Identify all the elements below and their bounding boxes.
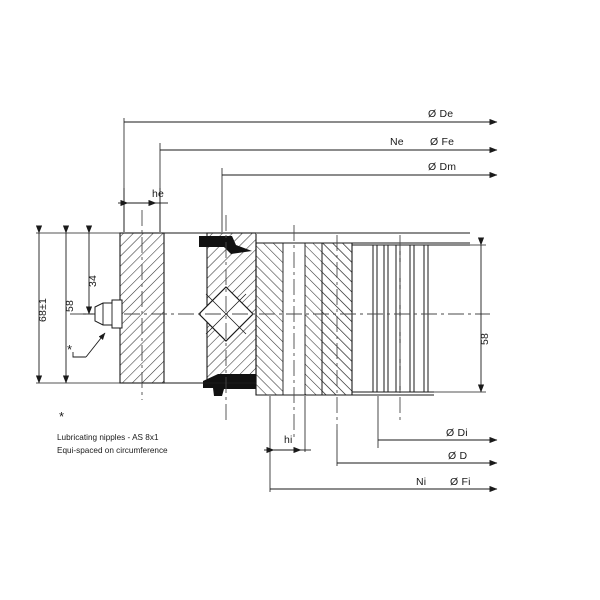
- dimension-label-ne: Ne: [390, 136, 404, 148]
- asterisk-marker-note: *: [59, 409, 65, 424]
- grease-nipple: [72, 299, 123, 358]
- note-lubricating-nipples: Lubricating nipples - AS 8x1: [57, 433, 159, 442]
- dimension-label-de: Ø De: [428, 108, 454, 120]
- dimension-label-fe: Ø Fe: [430, 136, 455, 148]
- dimension-lines-right: [434, 237, 486, 393]
- dimension-label-he: he: [152, 188, 165, 200]
- dimension-label-height-34: 34: [87, 274, 99, 287]
- dimension-label-right-58: 58: [479, 332, 491, 345]
- dimension-label-dm: Ø Dm: [428, 161, 457, 173]
- dimension-label-ni: Ni: [416, 476, 427, 488]
- dimension-lines-top: [118, 118, 498, 232]
- seal-lower: [203, 374, 256, 396]
- dimension-label-height-58: 58: [64, 299, 76, 312]
- dimension-label-di: Ø Di: [446, 427, 468, 439]
- asterisk-marker-nipple: *: [67, 342, 73, 357]
- dimension-label-hi: hi: [284, 434, 293, 446]
- seal-upper: [199, 236, 252, 254]
- dimension-lines-bottom: [264, 396, 498, 493]
- dimension-label-d: Ø D: [448, 450, 468, 462]
- bearing-inner-ring-section: [255, 242, 353, 396]
- center-axis-lines: [70, 210, 490, 440]
- dimension-label-height-68: 68±1: [37, 297, 49, 322]
- gear-teeth-profile: [352, 244, 434, 393]
- dimension-lines-left: [35, 225, 120, 384]
- note-equi-spaced: Equi-spaced on circumference: [57, 446, 168, 455]
- dimension-label-fi: Ø Fi: [450, 476, 471, 488]
